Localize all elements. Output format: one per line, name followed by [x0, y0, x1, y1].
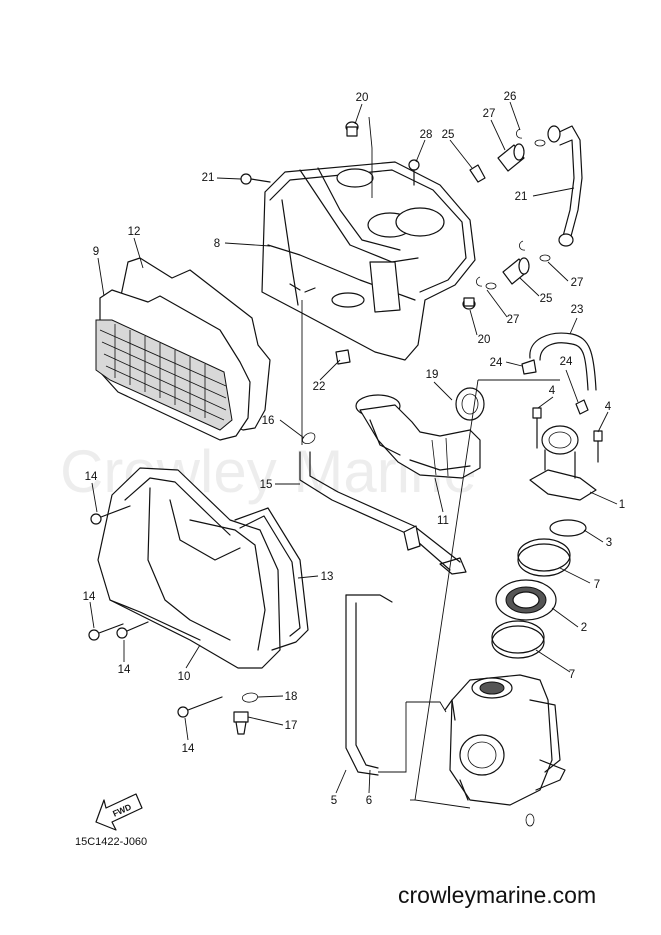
grommet: [345, 121, 476, 310]
air-cleaner-case: [261, 161, 476, 361]
callout: 22: [313, 381, 326, 393]
callout: 25: [442, 129, 455, 141]
callout: 19: [426, 369, 439, 381]
callout: 10: [178, 671, 191, 683]
throttle-joint: [495, 579, 557, 621]
callout: 9: [93, 246, 99, 258]
callout: 18: [285, 691, 298, 703]
callout: 21: [515, 191, 528, 203]
fwd-arrow-icon: FWD: [95, 793, 143, 831]
callout: 4: [549, 385, 556, 397]
callout: 24: [560, 356, 573, 368]
callout: 25: [540, 293, 553, 305]
callout: 27: [507, 314, 520, 326]
clamp: [491, 538, 571, 659]
callout: 1: [619, 499, 625, 511]
callout: 20: [478, 334, 491, 346]
callout: 12: [128, 226, 141, 238]
callout: 4: [605, 401, 612, 413]
callout: 14: [118, 664, 131, 676]
callout: 8: [214, 238, 220, 250]
reference-lines: [301, 116, 560, 809]
throttle-body: [444, 674, 566, 827]
callout: 7: [594, 579, 600, 591]
callout: 17: [285, 720, 298, 732]
callout: 14: [182, 743, 195, 755]
cover-gasket: [234, 507, 309, 651]
callout-numbers: 20 21 28 25 27 26 21 8 12 9 27 25 20 27 …: [83, 91, 626, 807]
callout: 20: [356, 92, 369, 104]
callout: 15: [260, 479, 273, 491]
breather-hose: [547, 125, 583, 247]
callout: 5: [331, 795, 337, 807]
collar: [497, 143, 530, 285]
intake-boot: [355, 387, 485, 479]
callout: 3: [606, 537, 612, 549]
hose-5: [345, 594, 393, 776]
drain-plug: [233, 692, 258, 735]
callout: 21: [202, 172, 215, 184]
callout: 14: [83, 591, 96, 603]
callout: 28: [420, 129, 433, 141]
hose-23: [529, 332, 597, 391]
callout: 27: [571, 277, 584, 289]
callout: 13: [321, 571, 334, 583]
site-label: crowleymarine.com: [398, 882, 596, 908]
callout: 11: [437, 515, 449, 527]
diagram-code: 15C1422-J060: [75, 836, 147, 848]
callout-leaders: [89, 101, 618, 794]
hose-15: [299, 451, 467, 575]
screw: [88, 159, 420, 718]
callout: 16: [262, 415, 275, 427]
joint: [529, 425, 597, 537]
air-cleaner-cover: [97, 467, 281, 669]
callout: 2: [581, 622, 587, 634]
callout: 14: [85, 471, 98, 483]
air-filter-element: [95, 289, 251, 441]
callout: 7: [569, 669, 575, 681]
callout: 26: [504, 91, 517, 103]
callout: 24: [490, 357, 503, 369]
callout: 6: [366, 795, 372, 807]
callout: 23: [571, 304, 584, 316]
callout: 27: [483, 108, 496, 120]
